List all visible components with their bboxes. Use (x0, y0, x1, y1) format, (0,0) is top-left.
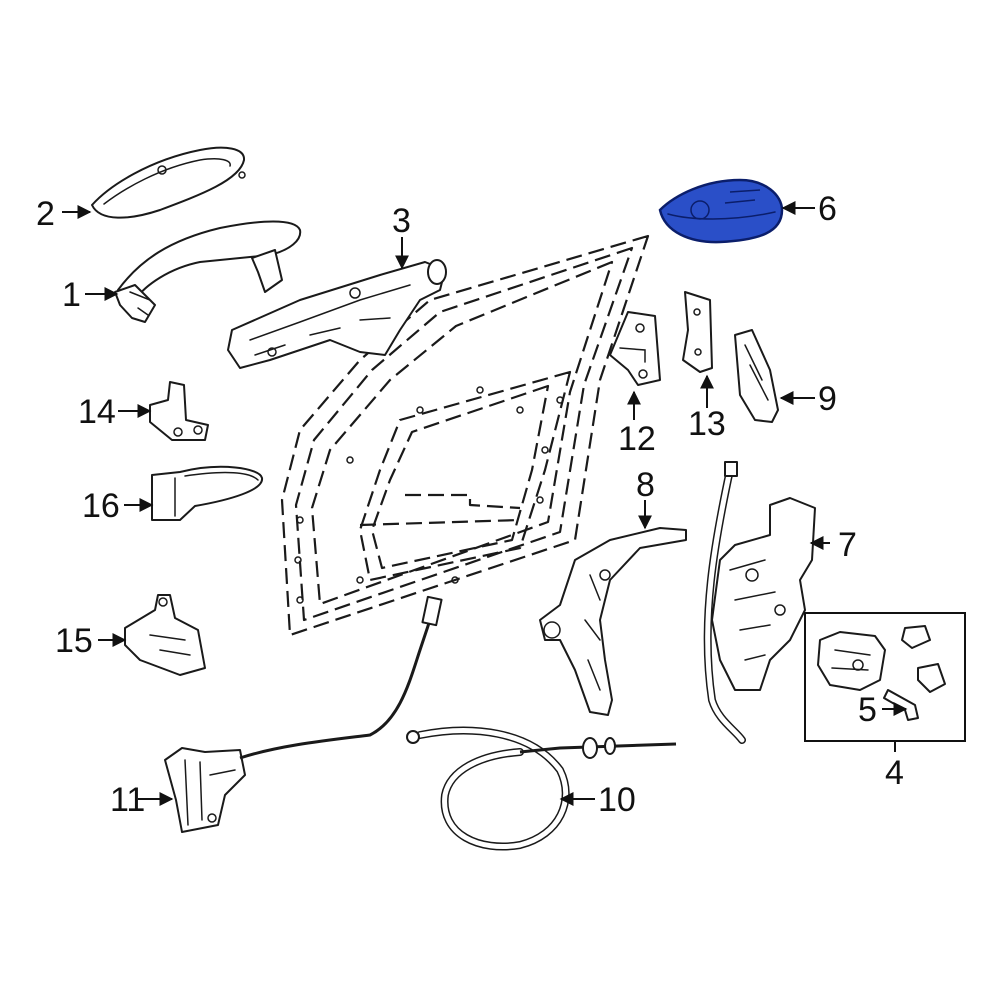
part-2-handle-gasket (91, 146, 246, 219)
part-13-plate (682, 291, 713, 373)
part-11-actuator (164, 595, 443, 833)
door-frame-outline (280, 234, 650, 637)
leader-lines (62, 201, 908, 806)
callout-4: 4 (885, 754, 904, 792)
callout-6: 6 (818, 190, 837, 228)
part-12-striker (609, 311, 661, 386)
callout-1: 1 (62, 276, 81, 314)
part-14-bracket (149, 381, 209, 441)
callout-11: 11 (110, 781, 145, 819)
callout-12: 12 (618, 420, 656, 458)
callout-15: 15 (55, 622, 93, 660)
callout-13: 13 (688, 405, 726, 443)
callout-16: 16 (82, 487, 120, 525)
part-5-key-blade (883, 689, 919, 721)
callout-5: 5 (858, 691, 877, 729)
callout-3: 3 (392, 202, 411, 240)
callout-7: 7 (838, 526, 857, 564)
callout-8: 8 (636, 466, 655, 504)
callout-2: 2 (36, 195, 55, 233)
part-8-bracket (539, 527, 687, 716)
part-4-inset (804, 612, 966, 742)
part-16-sleeve (151, 465, 263, 521)
callout-9: 9 (818, 380, 837, 418)
callout-labels: 2 1 3 6 7 8 9 10 11 12 13 14 16 15 5 4 (36, 190, 904, 819)
callout-14: 14 (78, 393, 116, 431)
part-1-outside-handle (114, 220, 302, 323)
part-10-cable (406, 726, 677, 851)
part-9-latch-cover (734, 329, 779, 423)
part-6-key-fob (658, 178, 784, 244)
part-7-latch-assembly (703, 461, 816, 744)
part-15-lock-bracket (124, 594, 206, 676)
callout-10: 10 (598, 781, 636, 819)
